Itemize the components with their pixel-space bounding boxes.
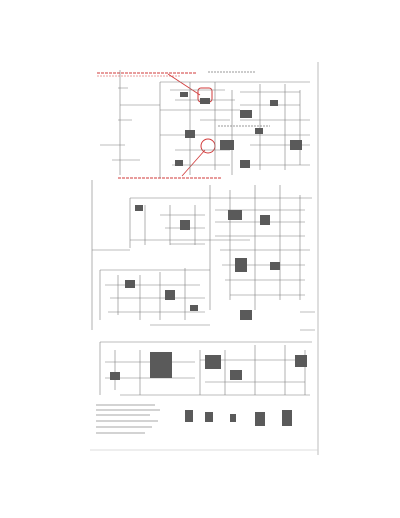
top-red-annotation — [97, 72, 213, 103]
circuit-body — [91, 70, 315, 396]
section-title-strip — [208, 71, 270, 127]
mid-red-annotation — [118, 138, 222, 179]
legend-notes — [96, 404, 160, 434]
components — [110, 92, 307, 426]
